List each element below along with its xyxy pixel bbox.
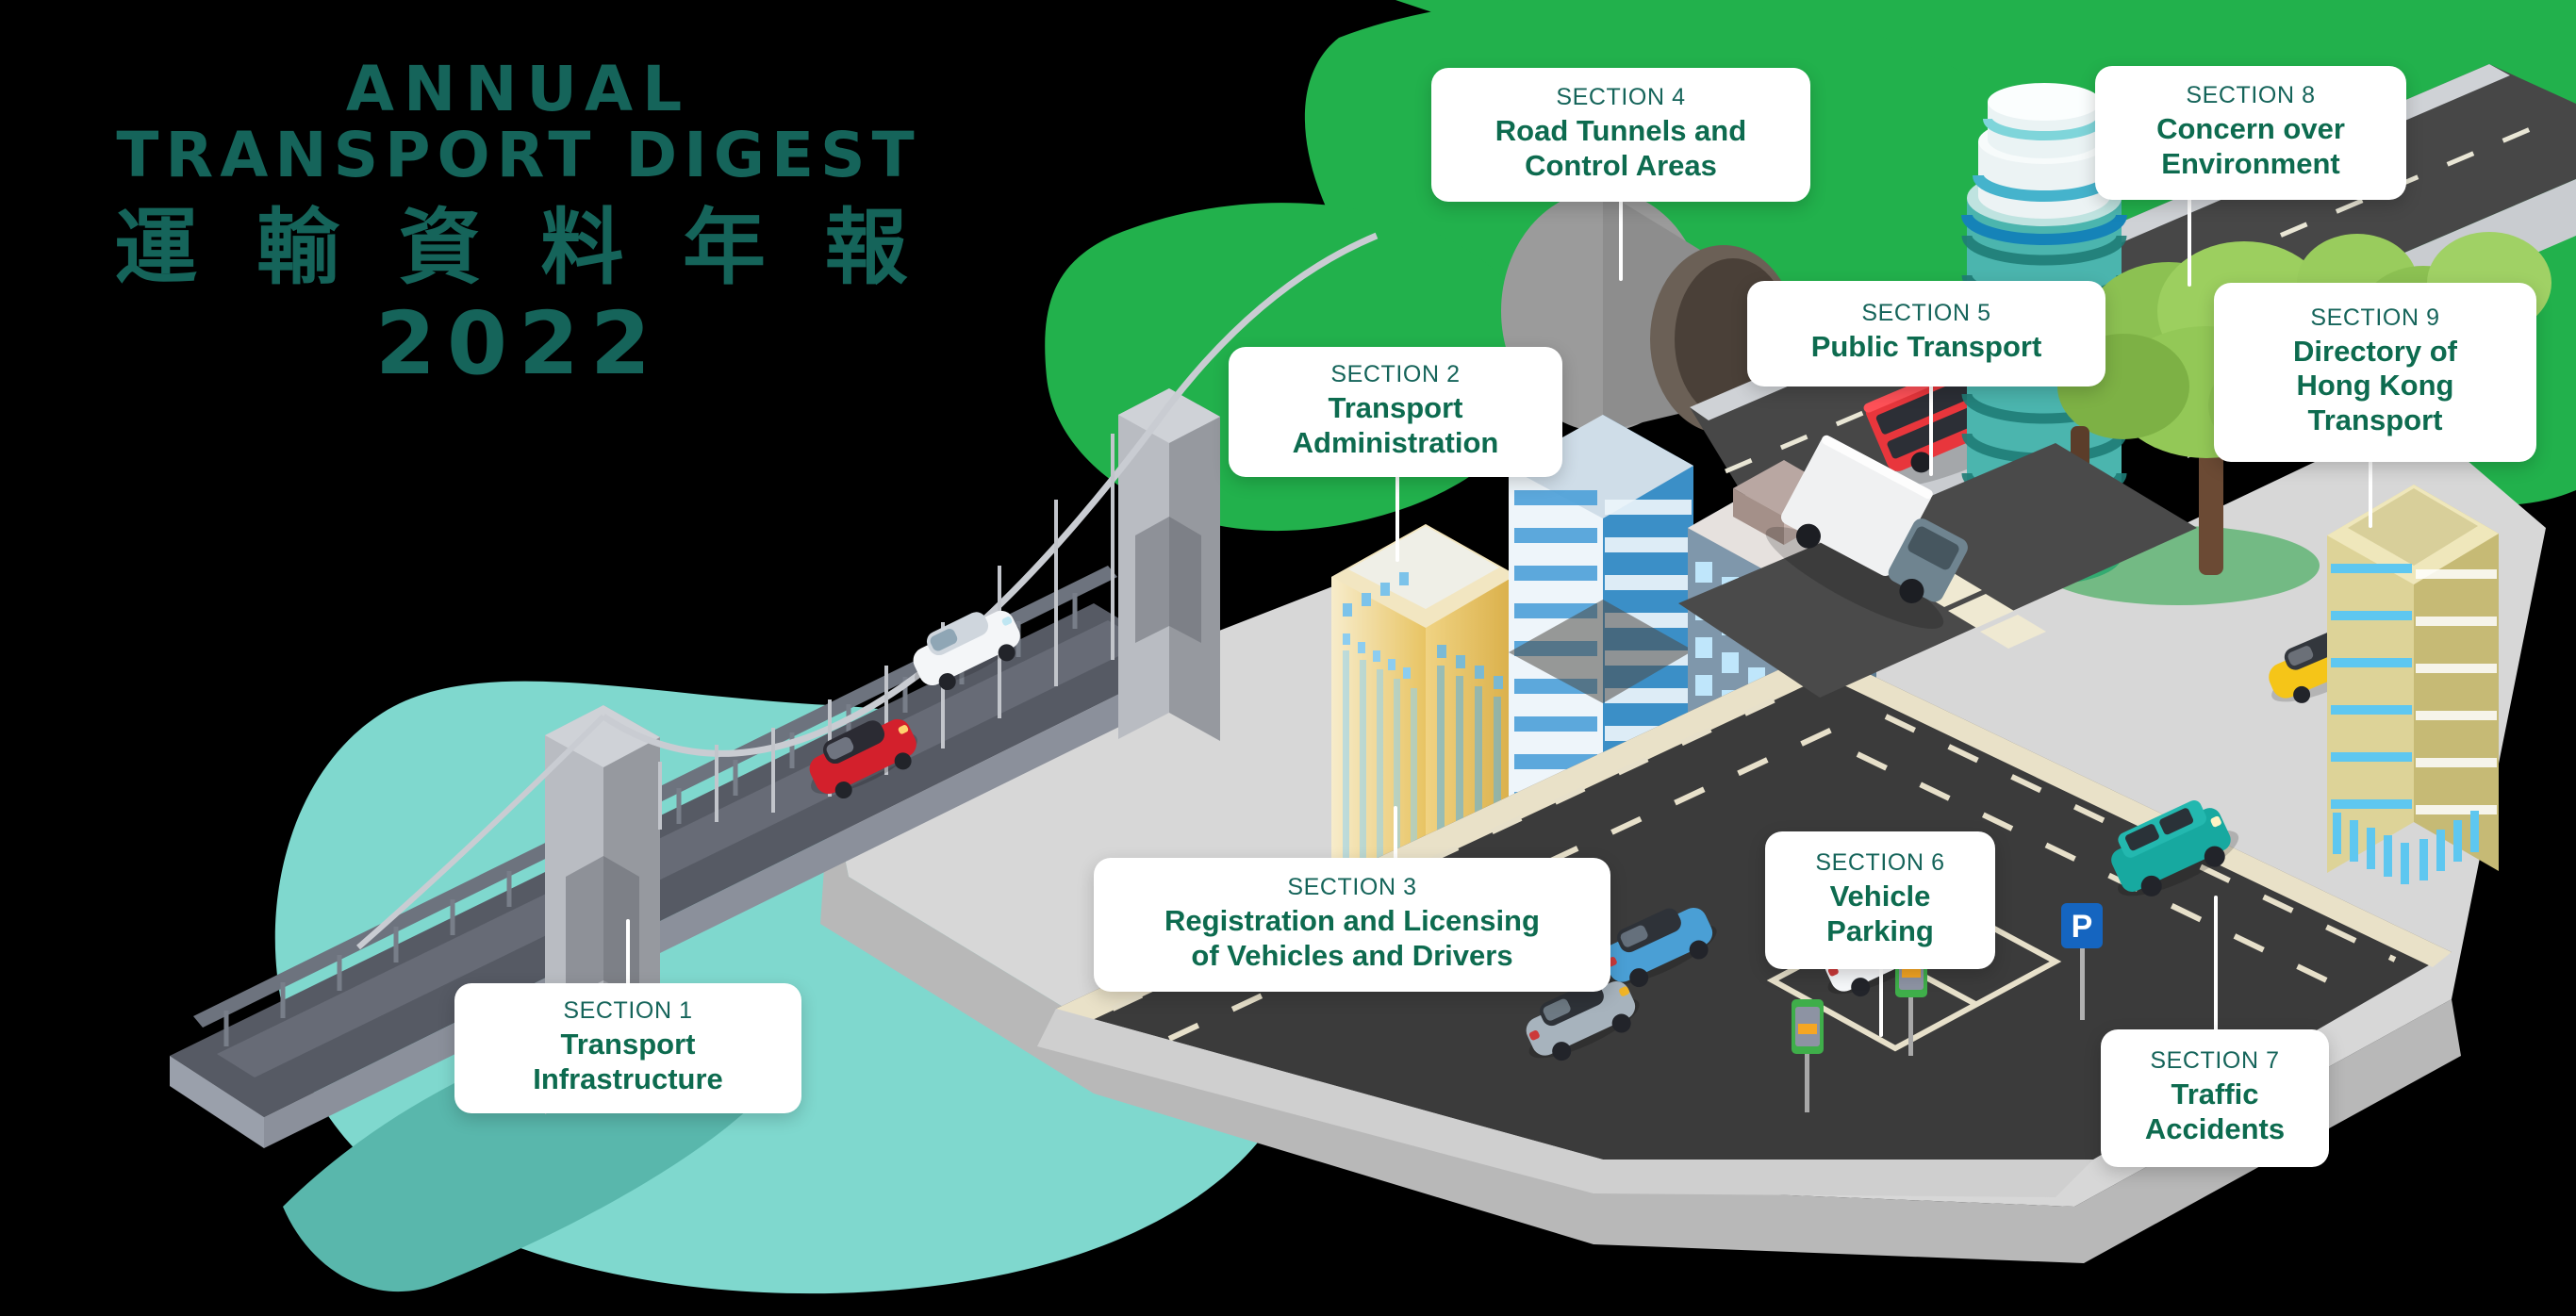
white-box-truck — [1765, 435, 1968, 629]
section-7-label: SECTION 7 — [2150, 1046, 2280, 1074]
section-card-6[interactable]: SECTION 6 Vehicle Parking — [1765, 831, 1995, 969]
leader-line-section-2 — [1395, 471, 1399, 562]
section-4-title: Road Tunnels and Control Areas — [1494, 114, 1747, 182]
bridge-pylon-right — [1118, 388, 1220, 741]
section-card-5[interactable]: SECTION 5 Public Transport — [1747, 281, 2105, 387]
leader-line-section-4 — [1619, 196, 1623, 281]
svg-text:P: P — [2072, 909, 2093, 945]
leader-line-section-6 — [1879, 963, 1883, 1037]
section-5-label: SECTION 5 — [1861, 300, 1991, 327]
white-car-on-bridge — [913, 610, 1021, 691]
leader-line-section-7 — [2214, 896, 2218, 1033]
suspension-bridge — [170, 232, 1379, 1148]
leader-line-section-3 — [1394, 806, 1397, 863]
section-card-2[interactable]: SECTION 2 Transport Administration — [1229, 347, 1562, 478]
section-3-label: SECTION 3 — [1287, 873, 1417, 900]
gold-striped-tower — [2327, 485, 2499, 884]
blue-hatchback — [1603, 907, 1717, 988]
section-8-label: SECTION 8 — [2186, 81, 2316, 108]
leader-line-section-9 — [2369, 454, 2372, 528]
leader-line-section-5 — [1929, 382, 1933, 476]
section-1-title: Transport Infrastructure — [533, 1028, 723, 1095]
section-2-title: Transport Administration — [1292, 391, 1499, 459]
section-card-3[interactable]: SECTION 3 Registration and Licensing of … — [1094, 858, 1610, 992]
section-card-8[interactable]: SECTION 8 Concern over Environment — [2095, 66, 2406, 200]
leader-line-section-1 — [626, 919, 630, 985]
section-7-title: Traffic Accidents — [2144, 1077, 2286, 1145]
section-1-label: SECTION 1 — [563, 997, 693, 1024]
section-card-9[interactable]: SECTION 9 Directory of Hong Kong Transpo… — [2214, 283, 2536, 462]
section-9-label: SECTION 9 — [2310, 304, 2440, 331]
section-card-1[interactable]: SECTION 1 Transport Infrastructure — [454, 983, 801, 1114]
section-9-title: Directory of Hong Kong Transport — [2293, 334, 2457, 436]
red-car-on-bridge — [809, 718, 917, 799]
section-3-title: Registration and Licensing of Vehicles a… — [1164, 904, 1540, 972]
section-5-title: Public Transport — [1810, 330, 2042, 364]
leader-line-section-8 — [2188, 196, 2191, 287]
section-card-7[interactable]: SECTION 7 Traffic Accidents — [2101, 1029, 2329, 1167]
section-4-label: SECTION 4 — [1556, 83, 1686, 110]
section-6-title: Vehicle Parking — [1826, 880, 1934, 947]
silver-sedan — [1526, 980, 1640, 1061]
teal-suv — [2111, 800, 2239, 897]
section-6-label: SECTION 6 — [1815, 848, 1945, 876]
section-2-label: SECTION 2 — [1330, 361, 1461, 387]
section-card-4[interactable]: SECTION 4 Road Tunnels and Control Areas — [1431, 68, 1810, 202]
parking-sign: P — [2061, 903, 2103, 1020]
section-8-title: Concern over Environment — [2156, 112, 2345, 180]
